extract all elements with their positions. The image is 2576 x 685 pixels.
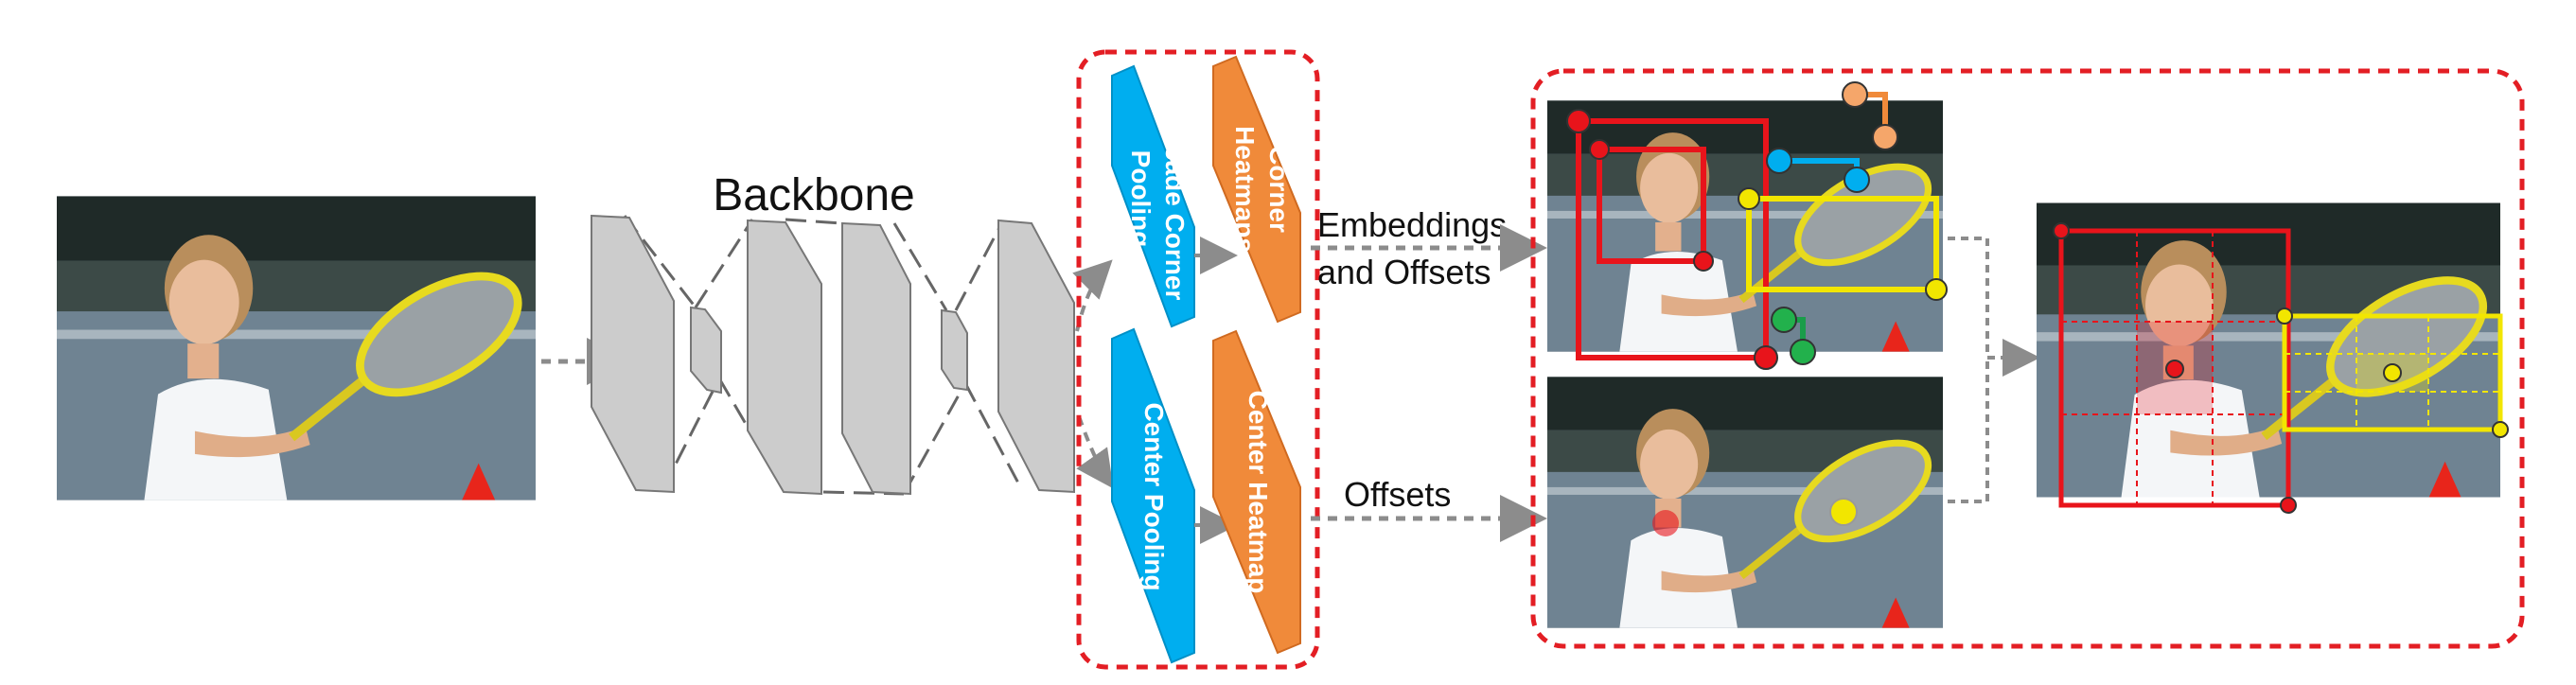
center-keypoint-yellow	[1829, 498, 1858, 526]
backbone-label: Backbone	[713, 170, 915, 220]
arrow-merge-top	[1948, 237, 1989, 358]
center-keypoint-photo	[1532, 377, 1958, 627]
arrow-merge-bottom	[1948, 358, 1989, 503]
center-heatmap-block: Center Heatmap	[1212, 329, 1301, 655]
feature-map-1	[591, 214, 675, 494]
cascade-corner-pooling-label-2: Pooling	[1126, 150, 1156, 248]
heads-frame	[1076, 49, 1320, 670]
feature-map-2	[690, 306, 722, 395]
arrow-backbone-to-center	[1076, 415, 1114, 489]
center-pooling-label: Center Pooling	[1139, 402, 1169, 590]
result-frame	[1530, 68, 2525, 649]
input-photo	[39, 196, 555, 500]
center-keypoint-red	[1652, 510, 1679, 536]
arrow-backbone-to-cascade	[1072, 259, 1113, 332]
and-offsets-label: and Offsets	[1317, 253, 1491, 291]
feature-map-4	[841, 221, 911, 496]
corner-keypoint-tl	[1566, 109, 1591, 133]
corner-heatmaps-label-1: Corner	[1264, 146, 1294, 233]
corner-keypoint-br	[1754, 345, 1778, 370]
result-photo	[2019, 203, 2509, 514]
cascade-corner-pooling-block: Cascade Corner Pooling	[1111, 64, 1195, 328]
embeddings-label: Embeddings	[1317, 205, 1507, 244]
feature-map-5	[941, 308, 968, 392]
feature-map-6	[997, 219, 1075, 494]
feature-map-3	[747, 219, 822, 496]
corner-detection-photo	[1532, 81, 1948, 370]
center-pooling-block: Center Pooling	[1111, 327, 1195, 664]
offsets-label: Offsets	[1344, 475, 1451, 514]
corner-heatmaps-block: Corner Heatmaps	[1212, 55, 1301, 324]
cascade-corner-pooling-label-1: Cascade Corner	[1160, 97, 1190, 301]
corner-heatmaps-label-2: Heatmaps	[1230, 126, 1260, 253]
backbone: Backbone	[591, 170, 1075, 496]
center-heatmap-label: Center Heatmap	[1244, 391, 1273, 594]
